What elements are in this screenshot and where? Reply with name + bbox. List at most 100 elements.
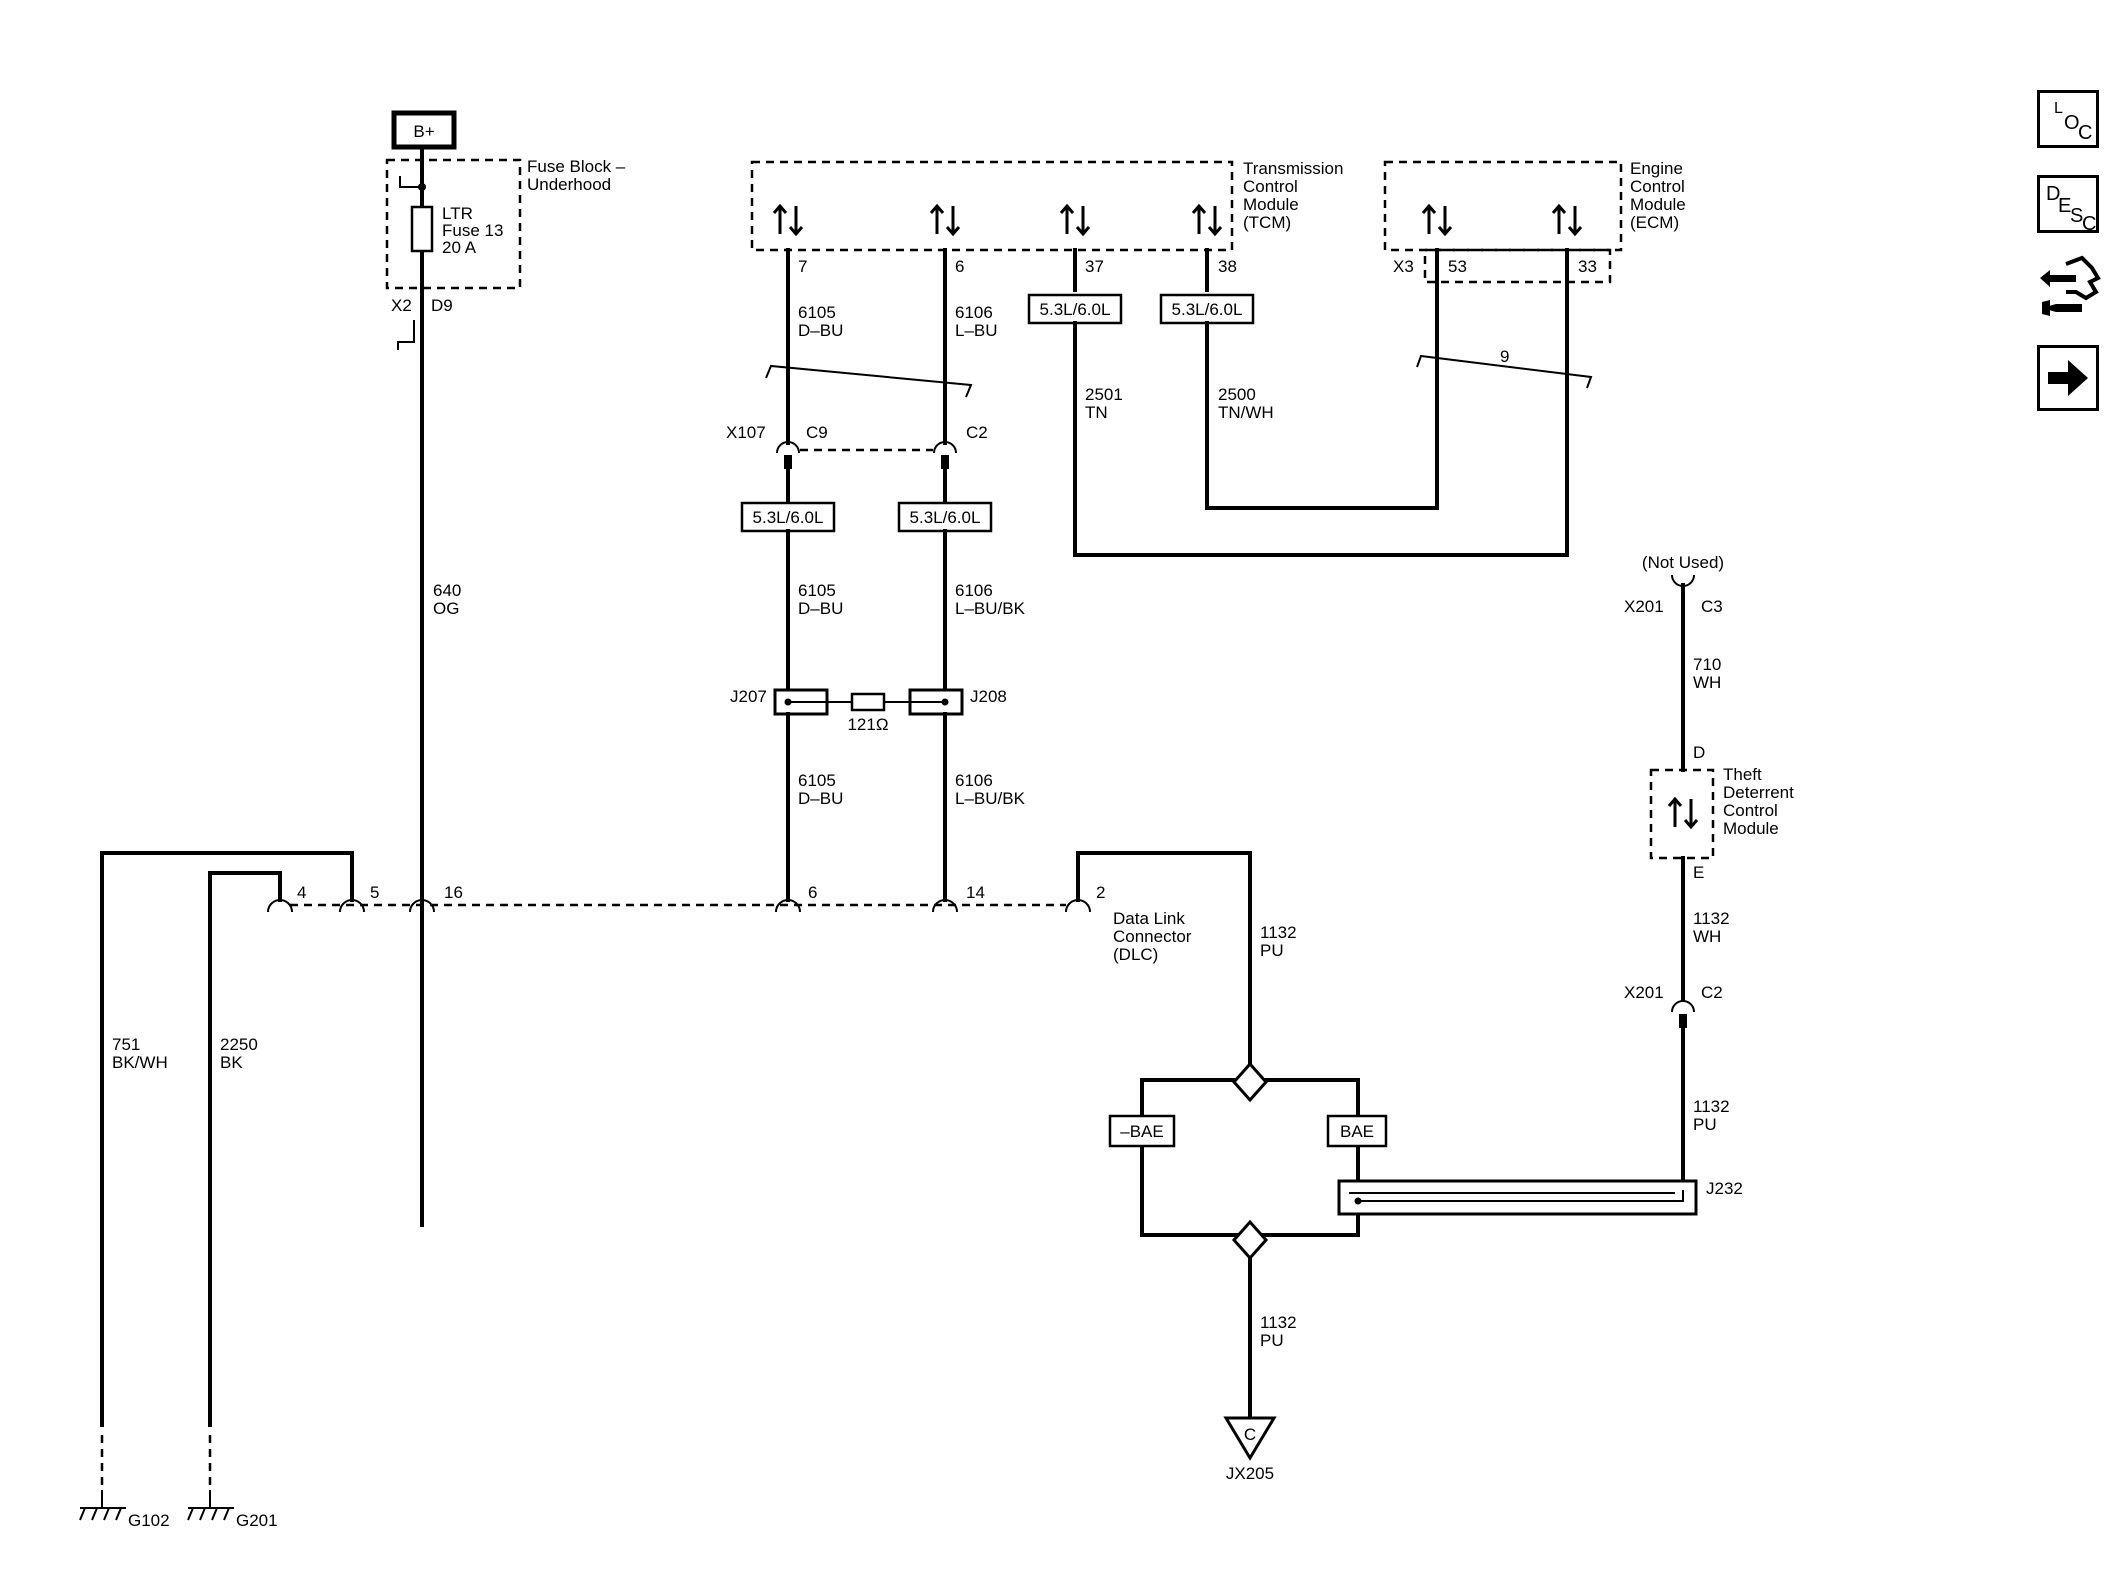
arrow-right-icon — [2048, 360, 2088, 396]
desc-letter-s: S — [2070, 205, 2084, 227]
tdcm-pin-e: E — [1693, 863, 1704, 882]
tcm-pin-7: 7 — [798, 257, 807, 276]
wire-1132-dlc-num: 1132 — [1260, 923, 1297, 942]
next-page-button[interactable] — [2037, 345, 2099, 411]
tdcm-name-3: Control — [1723, 801, 1778, 820]
wire-2250 — [208, 871, 282, 1427]
wire-6105-low-num: 6105 — [798, 771, 836, 790]
ref-name: JX205 — [1226, 1464, 1274, 1483]
terminating-resistor — [850, 692, 886, 712]
wire-6105-mid-color: D–BU — [798, 599, 843, 618]
fuse-block-underhood: Fuse Block – Underhood LTR Fuse 13 20 A … — [385, 145, 626, 1227]
svg-text:5.3L/6.0L: 5.3L/6.0L — [753, 508, 824, 527]
resistor-value: 121Ω — [847, 715, 888, 734]
neg-bae-label: –BAE — [1120, 1122, 1163, 1141]
inline-ref-jx205: C JX205 — [1223, 1416, 1277, 1483]
wire-1132-dlc-color: PU — [1260, 941, 1284, 960]
dlc-pin-14: 14 — [966, 883, 985, 902]
wire-2250-num: 2250 — [220, 1035, 258, 1054]
tcm-name-2: Control — [1243, 177, 1298, 196]
wire-2500-num: 2500 — [1218, 385, 1256, 404]
loc-letter-l: L — [2054, 100, 2063, 117]
splice-diamond-top — [1231, 1061, 1269, 1103]
twisted-pair-marker — [765, 364, 973, 398]
wire-751 — [100, 851, 354, 1427]
wire-6106-low-color: L–BU/BK — [955, 789, 1026, 808]
splice-pack-j232: J232 — [1337, 1179, 1743, 1216]
bidirectional-arrows-icon — [1191, 204, 1223, 236]
description-view-button[interactable]: D E S C — [2037, 175, 2099, 234]
bae-box — [1326, 1114, 1388, 1148]
wire-2250-color: BK — [220, 1053, 243, 1072]
fuse-name: LTR — [442, 204, 473, 223]
x201-bot-pin: C2 — [1701, 983, 1723, 1002]
option-box: 5.3L/6.0L — [1159, 293, 1255, 325]
wire-6106-mid-num: 6106 — [955, 581, 993, 600]
neg-bae-box — [1108, 1114, 1176, 1148]
tdcm-name-4: Module — [1723, 819, 1779, 838]
svg-text:5.3L/6.0L: 5.3L/6.0L — [1040, 300, 1111, 319]
ground-g102-label: G102 — [128, 1511, 170, 1530]
x107-pin-c2: C2 — [966, 423, 988, 442]
ground-g102: G102 — [79, 1490, 170, 1530]
fuse-block-name: Fuse Block – — [527, 157, 626, 176]
wire-6106-num: 6106 — [955, 303, 993, 322]
wire-1132-j232-num: 1132 — [1693, 1097, 1730, 1116]
wire-2500-color: TN/WH — [1218, 403, 1274, 422]
engine-control-module: Engine Control Module (ECM) X3 53 33 — [1383, 159, 1686, 284]
loc-letter-c: C — [2078, 122, 2093, 144]
wire-6105-num: 6105 — [798, 303, 836, 322]
location-view-button[interactable]: L O C — [2037, 90, 2099, 148]
ground-g201: G201 — [187, 1490, 278, 1530]
bidirectional-arrows-icon — [772, 204, 804, 236]
wire-2501-color: TN — [1085, 403, 1108, 422]
wire-6106-low-num: 6106 — [955, 771, 993, 790]
not-used-label: (Not Used) — [1642, 553, 1724, 572]
wire-1132-tdcm-color: WH — [1693, 927, 1721, 946]
tcm-pin-6: 6 — [955, 257, 964, 276]
ecm-name-2: Control — [1630, 177, 1685, 196]
x201-not-used: (Not Used) X201 C3 — [1624, 553, 1724, 616]
wire-6105-mid-num: 6105 — [798, 581, 836, 600]
transmission-control-module: Transmission Control Module (TCM) 7 6 37… — [750, 159, 1343, 276]
bidirectional-arrows-icon — [1551, 204, 1583, 236]
tdcm-pin-d: D — [1693, 743, 1705, 762]
wire-640-num: 640 — [433, 581, 461, 600]
ref-letter: C — [1244, 1425, 1256, 1444]
connector-x2-symbol — [397, 320, 415, 350]
wire-6106-color: L–BU — [955, 321, 998, 340]
dlc-name-3: (DLC) — [1113, 945, 1158, 964]
tdcm-name: Theft — [1723, 765, 1762, 784]
dlc-pin-4: 4 — [297, 883, 306, 902]
dlc-pin-6: 6 — [808, 883, 817, 902]
connector-x201-c2: X201 C2 — [1624, 983, 1723, 1028]
tcm-name-3: Module — [1243, 195, 1299, 214]
dlc-pin-5: 5 — [370, 883, 379, 902]
j208-label: J208 — [970, 687, 1007, 706]
wire-6105-color: D–BU — [798, 321, 843, 340]
connector-wrench-icon[interactable] — [2036, 252, 2102, 324]
option-box: 5.3L/6.0L — [1027, 293, 1123, 325]
fuse-13-symbol — [410, 205, 434, 253]
bae-label: BAE — [1340, 1122, 1374, 1141]
x201-top-connector: X201 — [1624, 597, 1664, 616]
tcm-pin-37: 37 — [1085, 257, 1104, 276]
bidirectional-arrows-icon — [1667, 797, 1699, 829]
wire-6106-mid-color: L–BU/BK — [955, 599, 1026, 618]
wire-2501 — [1073, 248, 1569, 557]
ecm-pin-53: 53 — [1448, 257, 1467, 276]
ecm-name: Engine — [1630, 159, 1683, 178]
dlc-name: Data Link — [1113, 909, 1185, 928]
wire-1132-bot-num: 1132 — [1260, 1313, 1297, 1332]
bidirectional-arrows-icon — [1421, 204, 1453, 236]
wire-1132-dlc — [1076, 851, 1252, 1072]
fuse-block-name-2: Underhood — [527, 175, 611, 194]
wire-6105-low-color: D–BU — [798, 789, 843, 808]
bidirectional-arrows-icon — [1059, 204, 1091, 236]
fuse-pin: D9 — [431, 296, 453, 315]
svg-text:5.3L/6.0L: 5.3L/6.0L — [1172, 300, 1243, 319]
x201-top-pin: C3 — [1701, 597, 1723, 616]
wire-710-num: 710 — [1693, 655, 1721, 674]
ecm-pin-33: 33 — [1578, 257, 1597, 276]
